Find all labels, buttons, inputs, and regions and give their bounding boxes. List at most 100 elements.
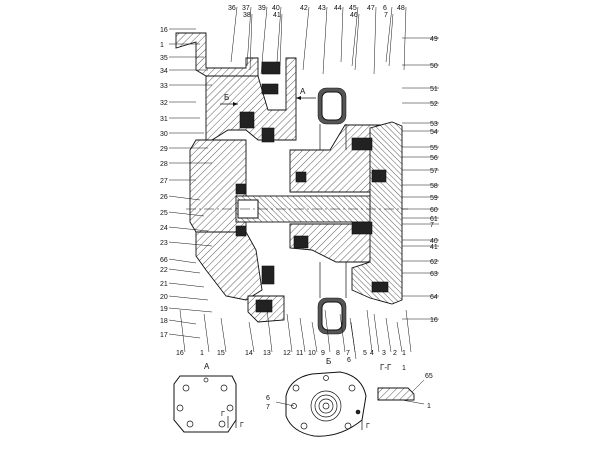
callout-right_numbers-2: 51 (430, 86, 438, 93)
callout-left_numbers-0: 16 (160, 27, 168, 34)
view-g-callout-65: 65 (425, 373, 433, 380)
callout-left_numbers-10: 27 (160, 178, 168, 185)
callout-right_numbers-5: 54 (430, 129, 438, 136)
callout-left_numbers-16: 22 (160, 267, 168, 274)
view-b-title: Б (326, 357, 331, 366)
callout-top_numbers-4: 40 (272, 5, 280, 12)
leader-line (350, 321, 357, 360)
callout-right_numbers-16: 62 (430, 259, 438, 266)
callout-bottom_numbers-16: 1 (402, 350, 406, 357)
leader-line (366, 309, 373, 353)
leader-line (339, 313, 346, 353)
callout-top_numbers-8: 44 (334, 5, 342, 12)
callout-right_numbers-14: 40 (430, 238, 438, 245)
leader-line (203, 313, 210, 353)
callout-right_numbers-9: 58 (430, 183, 438, 190)
callout-right_numbers-8: 57 (430, 168, 438, 175)
view-b: Б 6 7 Г (266, 357, 370, 437)
leader-line (286, 313, 293, 353)
callout-top_numbers-7: 43 (318, 5, 326, 12)
leader-line (302, 6, 310, 71)
callout-left_numbers-5: 32 (160, 100, 168, 107)
leader-line (266, 309, 273, 353)
callout-left_numbers-21: 17 (160, 332, 168, 339)
view-b-section-mark: Г (366, 423, 370, 430)
leader-lines (168, 6, 439, 360)
callout-right_numbers-3: 52 (430, 101, 438, 108)
leader-line (351, 6, 359, 67)
callout-top_numbers-1: 37 (242, 5, 250, 12)
callout-right_numbers-17: 63 (430, 271, 438, 278)
view-a-section-mark-1: Г (221, 411, 225, 418)
callout-top_numbers-12: 6 (383, 5, 387, 12)
leader-line (168, 211, 205, 217)
callout-left_numbers-7: 30 (160, 131, 168, 138)
callout-left_numbers-18: 20 (160, 294, 168, 301)
leader-line (230, 6, 238, 63)
callout-right_numbers-12: 61 (430, 216, 438, 223)
callout-bottom_numbers-0: 16 (176, 350, 184, 357)
callout-bottom_numbers-3: 14 (245, 350, 253, 357)
leader-line (168, 241, 213, 247)
callout-left_numbers-13: 24 (160, 225, 168, 232)
leader-line (354, 13, 360, 71)
callout-right_numbers-4: 53 (430, 121, 438, 128)
view-b-callout-6: 6 (266, 395, 270, 402)
callout-bottom_numbers-2: 15 (217, 350, 225, 357)
callout-bottom_numbers-14: 3 (382, 350, 386, 357)
callout-bottom_numbers-9: 8 (336, 350, 340, 357)
leader-line (260, 6, 268, 75)
leader-line (276, 6, 282, 63)
callout-bottom_numbers-8: 9 (321, 350, 325, 357)
leader-line (388, 13, 394, 67)
main-section-view: А Б (175, 32, 408, 335)
callout-top_numbers-3: 39 (258, 5, 266, 12)
view-a-title: А (204, 362, 210, 371)
view-g-title: Г-Г (380, 363, 392, 372)
callout-right_numbers-11: 60 (430, 207, 438, 214)
callout-right_numbers-18: 64 (430, 294, 438, 301)
leader-line (299, 317, 306, 353)
leader-line (168, 268, 201, 274)
callout-top_numbers-13: 7 (384, 12, 388, 19)
callout-left_numbers-14: 23 (160, 240, 168, 247)
callout-right_numbers-7: 56 (430, 155, 438, 162)
leader-line (246, 6, 252, 67)
callout-right_numbers-10: 59 (430, 195, 438, 202)
leader-line (279, 13, 283, 67)
leader-line (168, 333, 201, 339)
callout-top_numbers-2: 38 (243, 12, 251, 19)
leader-line (385, 317, 392, 353)
callout-numbers: 1613534333231302928272625242366222120191… (160, 5, 438, 364)
callout-right_numbers-19: 16 (430, 317, 438, 324)
leader-line (168, 195, 201, 201)
leader-line (324, 309, 331, 353)
view-arrow-a-label: А (300, 87, 306, 96)
callout-right_numbers-0: 49 (430, 36, 438, 43)
callout-right_numbers-15: 41 (430, 244, 438, 251)
leader-line (373, 313, 380, 353)
callout-right_numbers-6: 55 (430, 145, 438, 152)
leader-line (396, 321, 403, 353)
leader-line (311, 321, 318, 353)
leader-line (403, 6, 407, 71)
callout-left_numbers-19: 19 (160, 306, 168, 313)
view-g-callout-1-bottom: 1 (427, 403, 431, 410)
callout-left_numbers-9: 28 (160, 161, 168, 168)
leader-line (385, 6, 393, 63)
callout-bottom_numbers-10: 7 (346, 350, 350, 357)
callout-bottom_numbers-1: 1 (200, 350, 204, 357)
leader-line (249, 13, 253, 71)
callout-right_numbers-1: 50 (430, 63, 438, 70)
callout-bottom_numbers-6: 11 (296, 350, 303, 357)
callout-bottom_numbers-4: 13 (263, 350, 271, 357)
callout-left_numbers-20: 18 (160, 318, 168, 325)
callout-left_numbers-8: 29 (160, 146, 168, 153)
leader-line (168, 258, 197, 264)
callout-left_numbers-12: 25 (160, 210, 168, 217)
leader-line (168, 307, 213, 313)
view-g-callout-1-top: 1 (402, 365, 406, 372)
view-a-section-mark-2: Г (240, 422, 244, 429)
callout-right_numbers-13: 7 (430, 222, 434, 229)
